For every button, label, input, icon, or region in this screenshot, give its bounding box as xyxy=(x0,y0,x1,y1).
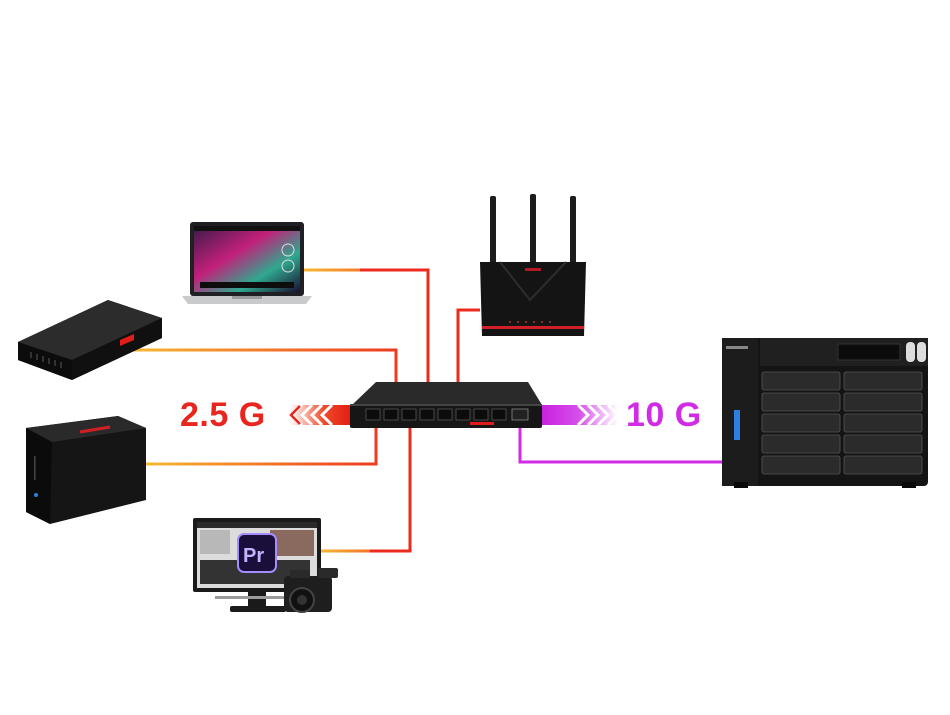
cable-nas-small xyxy=(146,420,378,466)
speed-label-10g: 10 G xyxy=(626,396,702,434)
game-console-icon xyxy=(18,300,162,380)
nas-2bay-icon xyxy=(26,416,146,524)
cable-console xyxy=(132,348,398,402)
cable-router xyxy=(456,308,480,402)
cables xyxy=(132,268,724,553)
cable-workstation xyxy=(320,420,412,553)
cable-10g xyxy=(518,420,724,464)
laptop-icon xyxy=(182,222,312,304)
premiere-badge: Pr xyxy=(243,545,264,567)
video-editing-workstation-icon: Pr xyxy=(193,518,338,613)
arrow-10g xyxy=(540,403,621,427)
network-switch-icon xyxy=(350,382,542,428)
nas-rackmount-icon xyxy=(722,338,928,488)
wifi-router-icon xyxy=(480,194,586,336)
speed-label-2-5g: 2.5 G xyxy=(180,396,266,434)
camcorder-icon xyxy=(284,568,338,613)
arrow-2-5g xyxy=(289,403,352,427)
